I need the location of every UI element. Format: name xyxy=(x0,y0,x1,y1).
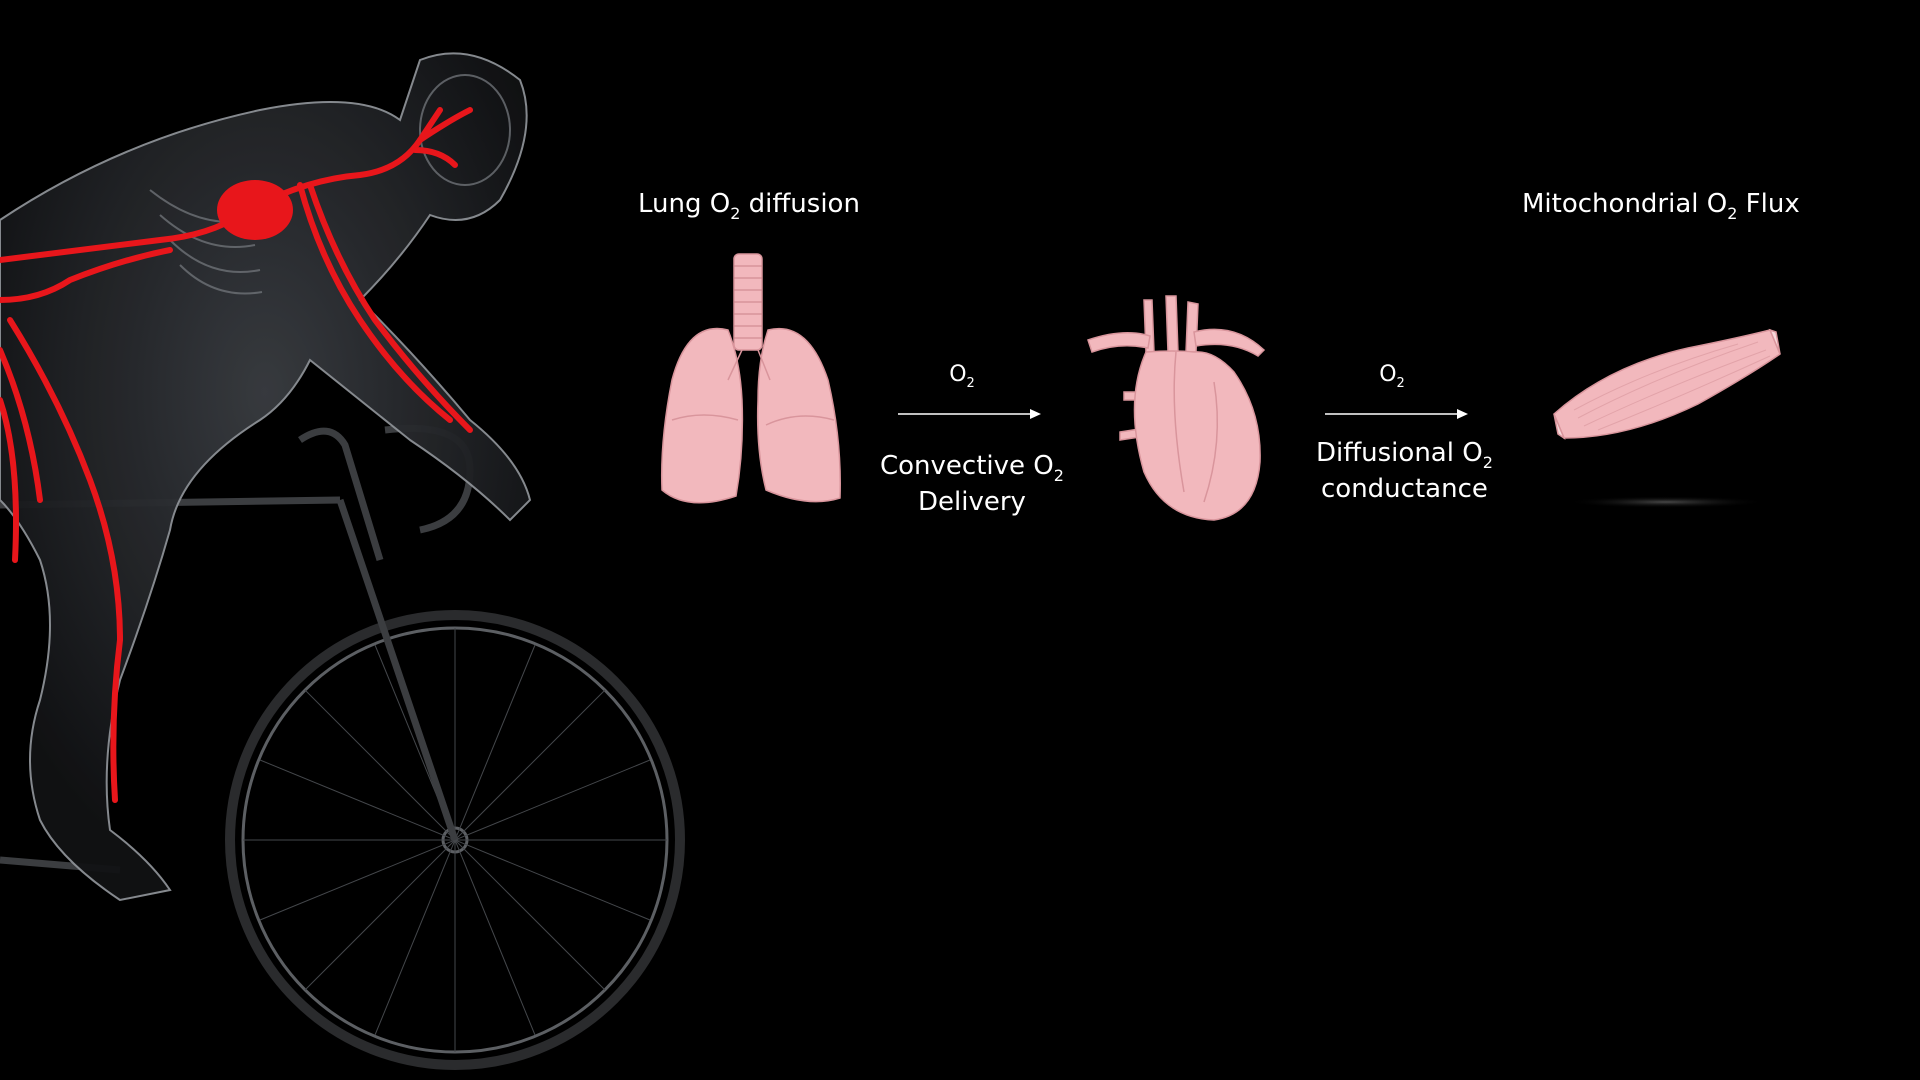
blood-vessels xyxy=(0,107,473,803)
arrow1-o2-sub: 2 xyxy=(966,376,975,391)
diffusional-text: Diffusional O xyxy=(1316,438,1483,468)
diffusional-conductance-label: Diffusional O2 conductance xyxy=(1316,435,1493,507)
bicycle-wheel xyxy=(225,610,685,1070)
arrow1-o2-label: O2 xyxy=(922,362,1002,390)
cyclist-anatomy-illustration xyxy=(0,52,685,1070)
arrow2-o2-text: O xyxy=(1379,362,1397,387)
lung-diffusion-label: Lung O2 diffusion xyxy=(638,186,860,222)
heart-in-body xyxy=(217,180,293,240)
muscle-icon xyxy=(1553,328,1781,508)
heart-icon xyxy=(1087,295,1266,521)
muscle-shadow xyxy=(1566,496,1766,508)
convective-sub: 2 xyxy=(1053,466,1064,485)
mito-label-sub: 2 xyxy=(1727,204,1738,223)
lung-label-text: Lung O xyxy=(638,189,731,219)
mito-label-text: Mitochondrial O xyxy=(1522,189,1728,219)
diffusional-line2: conductance xyxy=(1321,474,1488,504)
convective-line1: Convective O2 xyxy=(880,448,1064,484)
convective-delivery-label: Convective O2 Delivery xyxy=(880,448,1064,520)
lungs-icon xyxy=(660,253,841,504)
cyclist-body xyxy=(0,52,532,902)
convective-line2: Delivery xyxy=(918,487,1026,517)
diffusional-sub: 2 xyxy=(1482,453,1493,472)
arrow1-o2-text: O xyxy=(949,362,967,387)
arrow-right-icon xyxy=(898,409,1041,419)
arrow-right-icon xyxy=(1325,409,1468,419)
arrow2-o2-label: O2 xyxy=(1352,362,1432,390)
lung-label-suffix: diffusion xyxy=(740,189,860,219)
convective-text: Convective O xyxy=(880,451,1054,481)
lung-label-sub: 2 xyxy=(730,204,741,223)
diffusional-line1: Diffusional O2 xyxy=(1316,435,1493,471)
arrow2-o2-sub: 2 xyxy=(1396,376,1405,391)
mito-label-suffix: Flux xyxy=(1737,189,1800,219)
mitochondrial-flux-label: Mitochondrial O2 Flux xyxy=(1522,186,1800,222)
